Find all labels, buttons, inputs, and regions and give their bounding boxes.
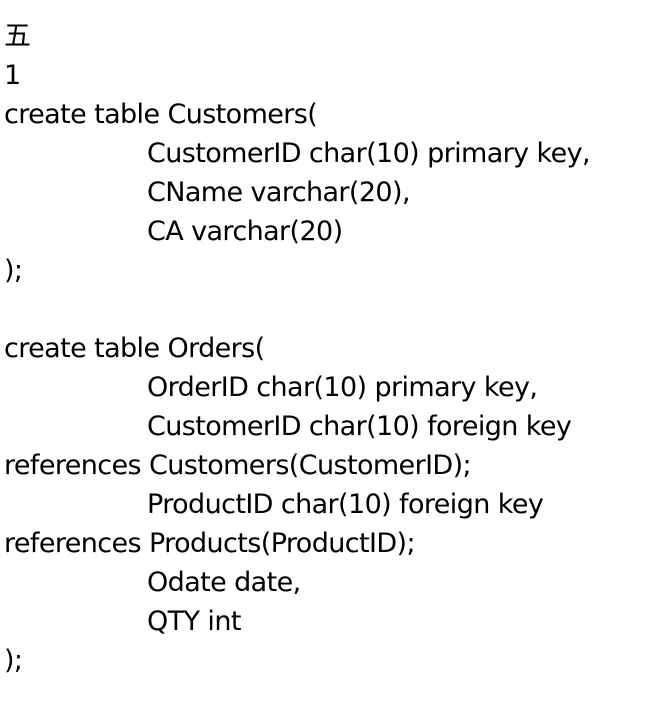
section-heading: 五	[4, 21, 31, 52]
code-line: QTY int	[147, 606, 241, 637]
code-line: CName varchar(20),	[147, 177, 411, 208]
document-body: 五 1 create table Customers( CustomerID c…	[4, 17, 658, 680]
code-line: );	[4, 645, 23, 676]
code-line: references Customers(CustomerID);	[4, 450, 472, 481]
code-line: );	[4, 255, 23, 286]
code-line: OrderID char(10) primary key,	[147, 372, 538, 403]
code-line: CA varchar(20)	[147, 216, 343, 247]
code-line: references Products(ProductID);	[4, 528, 416, 559]
code-line: ProductID char(10) foreign key	[147, 489, 544, 520]
code-line: create table Orders(	[4, 333, 265, 364]
code-line: CustomerID char(10) primary key,	[147, 138, 591, 169]
code-line: Odate date,	[147, 567, 301, 598]
item-number: 1	[4, 60, 21, 91]
blank-line	[4, 290, 658, 329]
code-line: create table Customers(	[4, 99, 318, 130]
code-line: CustomerID char(10) foreign key	[147, 411, 572, 442]
